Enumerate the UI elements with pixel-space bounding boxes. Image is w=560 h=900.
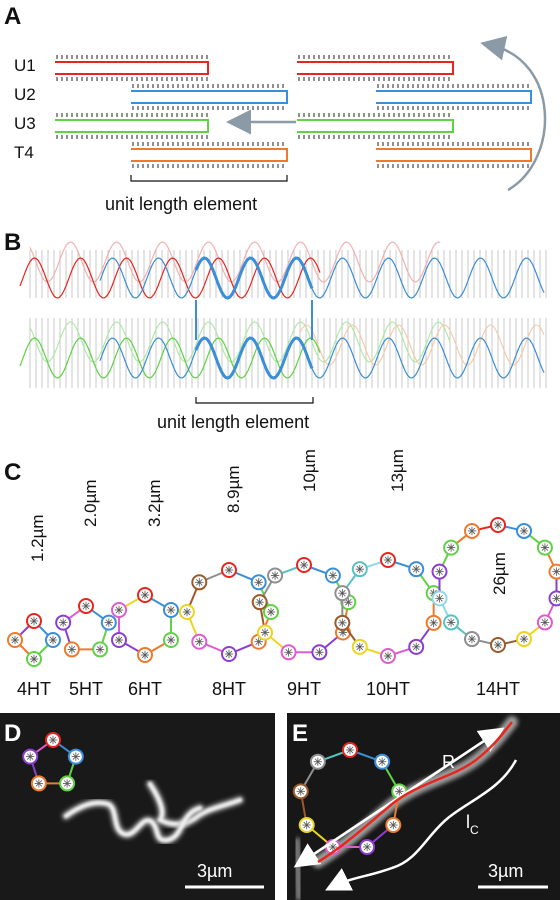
panel-a-strands — [55, 55, 532, 168]
size-label-10: 13µm — [388, 449, 407, 492]
helix-unit-bottom — [194, 336, 314, 380]
ring-6 — [431, 517, 560, 653]
size-label-14: 26µm — [490, 552, 509, 595]
ring-4 — [251, 557, 357, 661]
contour-trace — [317, 721, 513, 864]
strand-3-0 — [131, 148, 288, 162]
unit-bracket-b — [195, 397, 314, 404]
helix-5 — [19, 337, 321, 379]
cycle-arrow — [480, 35, 547, 192]
strand-2-0 — [55, 119, 209, 133]
unit-caption-a: unit length element — [105, 194, 257, 214]
unit-bracket-a — [130, 175, 288, 182]
row-label-u3: U3 — [14, 114, 36, 133]
strand-2-1 — [297, 119, 454, 133]
unit-caption-b: unit length element — [157, 412, 309, 432]
helix-0 — [29, 241, 441, 283]
helix-1 — [19, 257, 321, 299]
strand-0-1 — [297, 61, 454, 75]
helix-unit-top — [194, 256, 314, 300]
scale-label-d: 3µm — [197, 861, 232, 881]
scale-label-e: 3µm — [488, 861, 523, 881]
panel-label-e: E — [292, 720, 308, 747]
ht-label-14: 14HT — [476, 679, 520, 699]
ht-label-8: 8HT — [212, 679, 246, 699]
strand-1-1 — [376, 90, 532, 104]
contour-length-arrow — [325, 759, 518, 891]
size-label-8: 8.9µm — [224, 465, 243, 513]
ring-0 — [7, 613, 61, 667]
ring-2 — [111, 587, 179, 663]
r-label: R — [442, 752, 455, 772]
ring-3 — [179, 562, 279, 662]
panel-c-rings — [7, 517, 560, 667]
ht-label-4: 4HT — [17, 679, 51, 699]
lc-label: lC — [466, 812, 479, 837]
strand-1-0 — [131, 90, 288, 104]
panel-d-ring-inset — [22, 732, 84, 792]
ring-1 — [55, 598, 117, 658]
helix-3 — [29, 321, 451, 363]
ht-label-9: 9HT — [287, 679, 321, 699]
strand-0-0 — [55, 61, 209, 75]
panel-label-b: B — [4, 229, 21, 256]
row-label-u1: U1 — [14, 56, 36, 75]
ht-label-6: 6HT — [128, 679, 162, 699]
panel-label-d: D — [4, 720, 21, 747]
helix-4 — [299, 324, 545, 366]
ht-label-10: 10HT — [366, 679, 410, 699]
panel-b-helices — [19, 241, 547, 388]
ht-label-5: 5HT — [69, 679, 103, 699]
panel-d-micrograph — [0, 713, 275, 900]
panel-label-a: A — [4, 3, 21, 30]
row-label-u2: U2 — [14, 85, 36, 104]
helix-2 — [99, 257, 545, 299]
size-label-5: 2.0µm — [81, 479, 100, 527]
panel-label-c: C — [4, 459, 21, 486]
size-label-4: 1.2µm — [28, 514, 47, 562]
ring-5 — [334, 552, 442, 664]
size-label-6: 3.2µm — [145, 479, 164, 527]
row-label-t4: T4 — [14, 143, 34, 162]
helix-6 — [99, 337, 545, 379]
size-label-9: 10µm — [300, 449, 319, 492]
strand-3-1 — [376, 148, 532, 162]
inset-ring-d — [22, 732, 84, 792]
